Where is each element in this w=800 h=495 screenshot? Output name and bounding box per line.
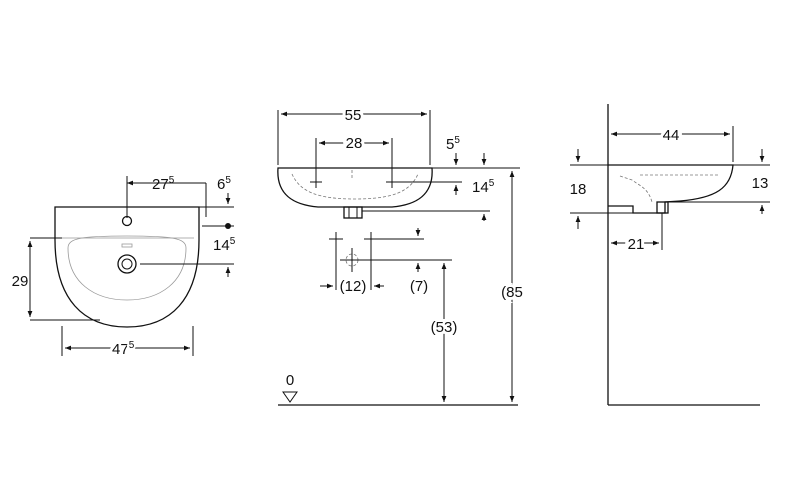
dim-left-height: 18 [570,181,587,198]
floor-level-symbol [282,391,298,403]
basin-outline-front [54,206,200,328]
dim-right-height: 13 [752,175,769,192]
dim-hole-spacing: 28 [346,135,363,152]
basin-profile [608,164,734,214]
dim-waste-spacing: (12) [340,278,367,295]
dim-projection: 44 [663,127,680,144]
dim-top-offset: 65 [217,175,231,193]
drain-outer [117,254,137,274]
dim-width-front: 475 [112,340,135,358]
dim-depth: 29 [12,273,29,290]
profile-view: 44 18 13 21 [570,104,770,406]
dim-waste-projection: 21 [628,236,645,253]
dim-overall-width: 55 [345,107,362,124]
floor-level-label: 0 [286,372,294,389]
basin-outline-elevation [277,167,433,208]
waste-outlet [343,206,363,219]
dim-total-height: (85 [501,284,523,301]
basin-bowl-front [67,235,187,301]
dim-tap-offset: 275 [152,175,175,193]
drain-inner [121,258,133,270]
front-view: 275 65 145 29 475 [12,175,236,361]
dim-waste-height: (53) [431,319,458,336]
dim-bowl-offset: 145 [213,236,236,254]
dim-bowl-height: 145 [472,178,495,196]
waste-outlet-profile [656,201,669,214]
dim-rim-height: 55 [446,135,460,153]
dim-waste-offset: (7) [410,278,428,295]
elevation-view: 55 28 55 145 (12) ( [277,104,526,406]
